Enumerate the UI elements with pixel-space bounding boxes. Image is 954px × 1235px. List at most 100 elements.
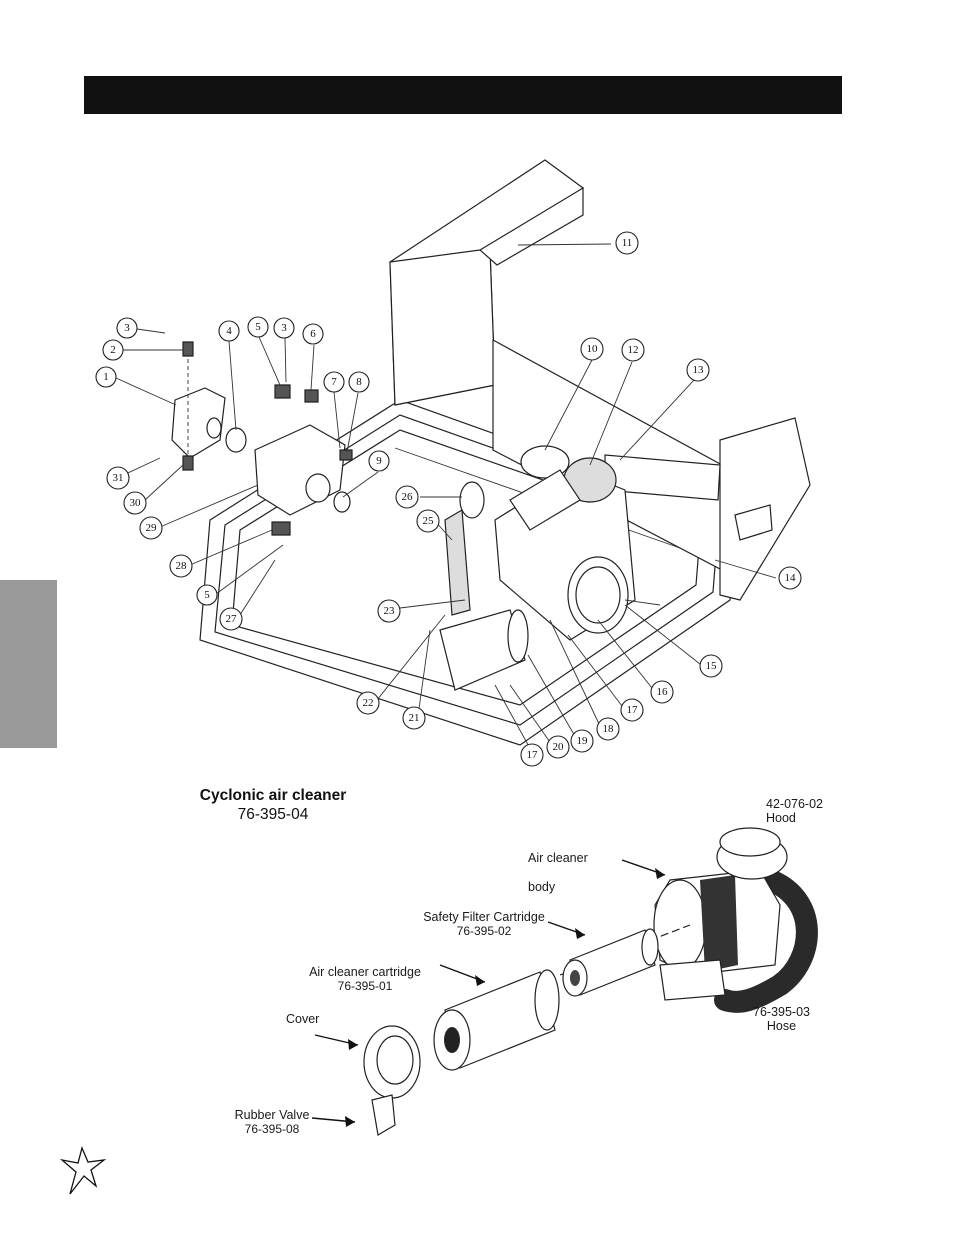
intake-tube (444, 508, 471, 616)
callout-25: 25 (416, 509, 440, 533)
callout-3: 3 (273, 317, 295, 339)
callout-13: 13 (686, 358, 710, 382)
safety-filter-part-number: 76-395-02 (456, 924, 512, 938)
callout-23: 23 (377, 599, 401, 623)
svg-text:5: 5 (204, 589, 210, 601)
callout-30: 30 (123, 491, 147, 515)
svg-text:7: 7 (331, 376, 337, 388)
svg-text:11: 11 (622, 237, 633, 249)
svg-text:16: 16 (657, 686, 669, 698)
svg-text:18: 18 (603, 723, 615, 735)
svg-text:25: 25 (423, 515, 435, 527)
hood-label: 42-076-02 Hood (766, 797, 823, 825)
svg-text:17: 17 (527, 749, 539, 761)
callout-26: 26 (395, 485, 419, 509)
svg-text:23: 23 (384, 605, 396, 617)
callout-27: 27 (219, 607, 243, 631)
callout-8: 8 (348, 371, 370, 393)
side-tab (0, 580, 57, 748)
cartridge-label: Air cleaner cartridge 76-395-01 (301, 965, 429, 993)
svg-text:5: 5 (255, 321, 261, 333)
hood-part-number: 42-076-02 (766, 797, 823, 811)
callout-10: 10 (580, 337, 604, 361)
callout-1: 1 (95, 366, 117, 388)
callout-2: 2 (102, 339, 124, 361)
hose (714, 869, 818, 1013)
svg-text:27: 27 (226, 613, 238, 625)
callout-15: 15 (699, 654, 723, 678)
svg-text:17: 17 (627, 704, 639, 716)
air-cleaner-illustration (311, 827, 818, 1136)
callout-16: 16 (650, 680, 674, 704)
callout-9: 9 (368, 450, 390, 472)
hose-name: Hose (766, 1019, 797, 1033)
svg-text:6: 6 (310, 328, 316, 340)
callout-4: 4 (218, 320, 240, 342)
svg-text:21: 21 (409, 712, 420, 724)
svg-text:31: 31 (113, 472, 124, 484)
svg-text:13: 13 (693, 364, 705, 376)
callout-19: 19 (570, 729, 594, 753)
cartridge-part-number: 76-395-01 (337, 979, 393, 993)
svg-text:10: 10 (587, 343, 599, 355)
hydraulic-pump (171, 341, 353, 536)
air-cleaner-part-number: 76-395-04 (237, 806, 309, 823)
svg-text:30: 30 (130, 497, 142, 509)
cover-label: Cover (286, 1012, 320, 1026)
callout-14: 14 (778, 566, 802, 590)
svg-text:9: 9 (376, 455, 382, 467)
callout-21: 21 (402, 706, 426, 730)
mounting-bracket (659, 959, 726, 1001)
callout-18: 18 (596, 717, 620, 741)
callout-12: 12 (621, 338, 645, 362)
callout-17: 17 (520, 743, 544, 767)
rubber-valve-part-number: 76-395-08 (244, 1122, 300, 1136)
body-label-1: Air cleaner (528, 851, 588, 865)
leader-lines (115, 243, 777, 753)
engine (494, 445, 661, 641)
callout-22: 22 (356, 691, 380, 715)
rubber-valve-name: Rubber Valve (234, 1108, 310, 1122)
muffler (439, 609, 529, 691)
svg-text:29: 29 (146, 522, 158, 534)
callout-11: 11 (615, 231, 639, 255)
svg-text:26: 26 (402, 491, 414, 503)
svg-text:15: 15 (706, 660, 718, 672)
callout-7: 7 (323, 371, 345, 393)
callout-29: 29 (139, 516, 163, 540)
hose-part-number: 76-395-03 (753, 1005, 810, 1019)
panel-bracket (734, 504, 773, 541)
callout-17: 17 (620, 698, 644, 722)
rubber-valve-label: Rubber Valve 76-395-08 (232, 1108, 312, 1136)
safety-filter-label: Safety Filter Cartridge 76-395-02 (414, 910, 554, 938)
star-logo (59, 1146, 107, 1195)
svg-text:3: 3 (124, 322, 130, 334)
header-bar (84, 76, 842, 114)
svg-text:14: 14 (785, 572, 797, 584)
hose-label: 76-395-03 Hose (753, 1005, 810, 1033)
callout-3: 3 (116, 317, 138, 339)
cartridge-name: Air cleaner cartridge (309, 965, 421, 979)
rubber-valve (371, 1094, 396, 1136)
air-cleaner-title: Cyclonic air cleaner (199, 787, 347, 804)
hood-name: Hood (766, 811, 796, 825)
svg-text:2: 2 (110, 344, 116, 356)
callout-5: 5 (196, 584, 218, 606)
body-label-2: body (528, 880, 556, 894)
callout-31: 31 (106, 466, 130, 490)
svg-text:8: 8 (356, 376, 362, 388)
safety-filter-name: Safety Filter Cartridge (423, 910, 545, 924)
svg-text:20: 20 (553, 741, 565, 753)
svg-text:4: 4 (226, 325, 232, 337)
svg-text:3: 3 (281, 322, 287, 334)
svg-text:22: 22 (363, 697, 374, 709)
callout-6: 6 (302, 323, 324, 345)
svg-text:19: 19 (577, 735, 589, 747)
svg-text:28: 28 (176, 560, 188, 572)
callout-20: 20 (546, 735, 570, 759)
intake-opening (459, 481, 485, 519)
callout-28: 28 (169, 554, 193, 578)
callout-5: 5 (247, 316, 269, 338)
svg-text:12: 12 (628, 344, 639, 356)
